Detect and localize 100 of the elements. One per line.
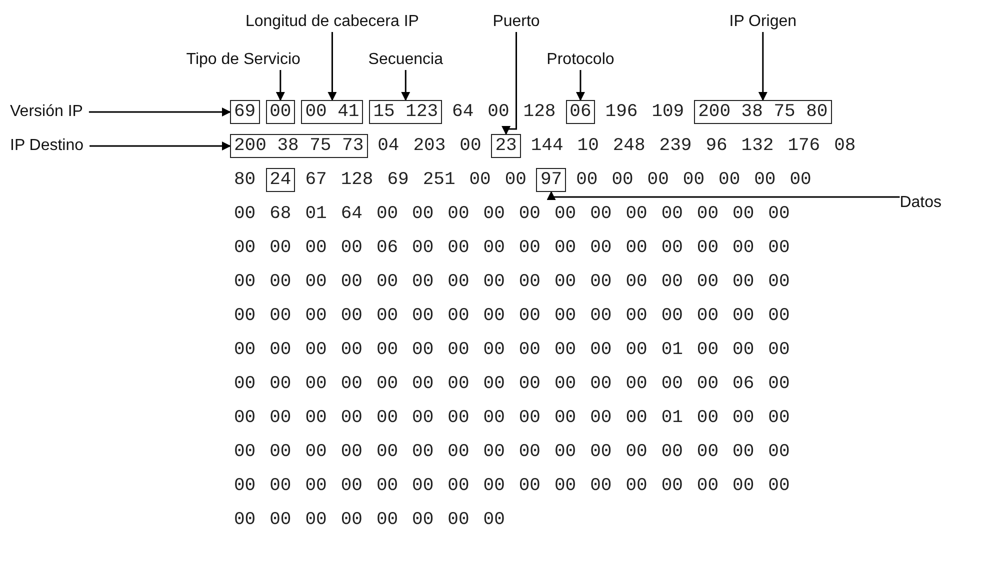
byte-value: 00 xyxy=(553,441,578,464)
byte-value: 00 xyxy=(589,339,613,362)
byte-value: 00 xyxy=(589,305,613,328)
byte-value: 80 xyxy=(233,169,257,192)
byte-value: 00 xyxy=(411,339,435,362)
byte-value: 01 xyxy=(660,339,684,362)
byte-value: 00 xyxy=(732,407,756,430)
byte-value: 00 xyxy=(589,441,613,464)
byte-value: 00 xyxy=(753,169,777,192)
byte-value: 196 xyxy=(604,101,639,124)
field-label: IP Destino xyxy=(10,136,84,156)
highlighted-bytes: 00 xyxy=(266,100,296,124)
byte-value: 00 xyxy=(268,305,292,328)
arrow xyxy=(758,32,768,101)
byte-value: 00 xyxy=(446,475,470,498)
field-label: Protocolo xyxy=(546,50,614,70)
byte-value: 00 xyxy=(482,509,506,532)
byte-value: 00 xyxy=(411,203,435,226)
byte-value: 00 xyxy=(268,509,292,532)
byte-value: 00 xyxy=(589,271,613,294)
byte-value: 00 xyxy=(696,441,720,464)
byte-value: 00 xyxy=(268,271,292,294)
byte-value: 00 xyxy=(518,373,542,396)
byte-value: 00 xyxy=(518,339,542,362)
arrow xyxy=(502,32,518,135)
byte-value: 00 xyxy=(767,203,791,226)
byte-value: 00 xyxy=(411,475,435,498)
byte-value: 00 xyxy=(518,475,542,498)
byte-value: 00 xyxy=(375,509,400,532)
byte-value: 67 xyxy=(304,169,328,192)
byte-value: 00 xyxy=(732,305,756,328)
byte-value: 00 xyxy=(660,441,684,464)
byte-value: 00 xyxy=(340,407,364,430)
byte-value: 00 xyxy=(788,169,812,192)
byte-value: 128 xyxy=(340,169,374,192)
byte-value: 00 xyxy=(375,373,400,396)
byte-value: 00 xyxy=(446,441,470,464)
byte-value: 00 xyxy=(340,475,364,498)
byte-value: 00 xyxy=(624,373,648,396)
byte-value: 00 xyxy=(304,373,328,396)
highlighted-bytes: 15 123 xyxy=(369,100,442,124)
byte-value: 00 xyxy=(411,509,435,532)
byte-value: 248 xyxy=(612,135,646,158)
byte-value: 00 xyxy=(767,373,791,396)
byte-value: 00 xyxy=(340,509,364,532)
byte-value: 00 xyxy=(411,305,435,328)
byte-value: 00 xyxy=(732,271,756,294)
byte-value: 00 xyxy=(233,509,257,532)
byte-value: 00 xyxy=(304,407,328,430)
highlighted-bytes: 00 41 xyxy=(301,100,364,124)
byte-value: 00 xyxy=(624,203,648,226)
byte-value: 00 xyxy=(304,237,328,260)
byte-value: 00 xyxy=(660,305,684,328)
byte-value: 00 xyxy=(446,373,470,396)
byte-value: 00 xyxy=(660,237,684,260)
byte-value: 00 xyxy=(268,475,292,498)
byte-value: 144 xyxy=(530,135,564,158)
byte-value: 00 xyxy=(553,373,578,396)
byte-value: 00 xyxy=(482,441,506,464)
byte-value: 00 xyxy=(660,373,684,396)
byte-value: 00 xyxy=(624,441,648,464)
byte-value: 00 xyxy=(660,203,684,226)
byte-value: 01 xyxy=(660,407,684,430)
highlighted-bytes: 200 38 75 80 xyxy=(694,100,832,124)
byte-value: 00 xyxy=(233,407,257,430)
byte-value: 176 xyxy=(786,135,822,158)
byte-value: 00 xyxy=(304,339,328,362)
byte-value: 00 xyxy=(732,203,756,226)
byte-value: 00 xyxy=(553,203,578,226)
byte-value: 69 xyxy=(386,169,410,192)
byte-value: 00 xyxy=(482,203,506,226)
highlighted-bytes: 24 xyxy=(266,168,296,192)
byte-value: 00 xyxy=(518,271,542,294)
byte-value: 00 xyxy=(660,271,684,294)
byte-value: 00 xyxy=(375,441,400,464)
field-label: Secuencia xyxy=(368,50,443,70)
field-label: Longitud de cabecera IP xyxy=(245,12,419,32)
byte-value: 00 xyxy=(624,271,648,294)
byte-value: 08 xyxy=(833,135,857,158)
byte-value: 00 xyxy=(518,237,542,260)
byte-value: 00 xyxy=(446,305,470,328)
arrow xyxy=(546,191,900,200)
byte-value: 00 xyxy=(732,441,756,464)
byte-value: 239 xyxy=(658,135,693,158)
byte-value: 00 xyxy=(624,237,648,260)
byte-value: 00 xyxy=(411,441,435,464)
byte-value: 00 xyxy=(482,271,506,294)
byte-value: 00 xyxy=(446,509,470,532)
byte-value: 00 xyxy=(589,407,613,430)
byte-value: 00 xyxy=(767,441,791,464)
byte-value: 00 xyxy=(696,271,720,294)
byte-value: 00 xyxy=(340,237,364,260)
byte-value: 00 xyxy=(482,237,506,260)
byte-value: 00 xyxy=(233,441,257,464)
byte-value: 00 xyxy=(482,407,506,430)
byte-value: 00 xyxy=(767,271,791,294)
arrow xyxy=(576,70,585,101)
byte-value: 00 xyxy=(468,169,492,192)
byte-value: 06 xyxy=(732,373,756,396)
byte-value: 00 xyxy=(446,339,470,362)
